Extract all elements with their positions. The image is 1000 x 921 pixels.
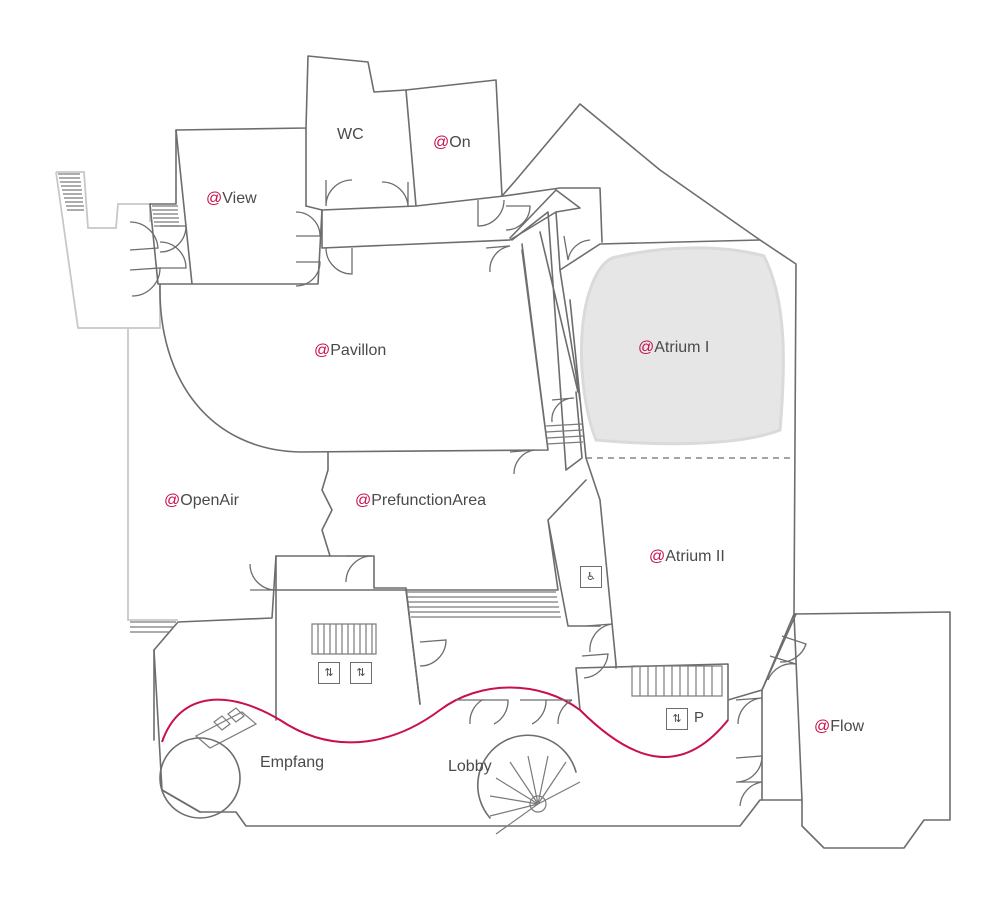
prefunction-walls	[321, 451, 601, 627]
wheelchair-icon: ♿	[580, 566, 602, 588]
at-sign: @	[814, 718, 831, 735]
southwest-stairs-icon	[130, 621, 176, 633]
room-label-view[interactable]: @View	[206, 190, 257, 208]
atrium-inner-wall	[559, 269, 617, 665]
room-label-prefunction[interactable]: @PrefunctionArea	[355, 492, 486, 510]
at-sign: @	[638, 339, 655, 356]
at-sign: @	[355, 492, 372, 509]
room-name: Empfang	[260, 754, 325, 771]
room-label-atrium-1[interactable]: @Atrium I	[638, 339, 709, 357]
elevator-icon: ⇅	[350, 662, 372, 684]
reception-round-desk	[159, 737, 241, 819]
core-stairs-icon	[311, 623, 377, 655]
room-label-lobby[interactable]: Lobby	[448, 758, 492, 776]
view-stairs-icon	[152, 205, 180, 227]
room-name: View	[222, 190, 257, 207]
room-name: Atrium II	[665, 548, 725, 565]
parking-label: P	[694, 709, 705, 726]
corridor-walls	[511, 211, 761, 471]
room-label-on[interactable]: @On	[433, 134, 471, 152]
pavillon-walls	[159, 243, 549, 453]
atrium-stairs-icon	[545, 423, 584, 445]
terrace-stairs-icon	[58, 173, 84, 211]
room-name: OpenAir	[180, 492, 239, 509]
east-walls	[575, 613, 797, 801]
room-label-wc[interactable]: WC	[337, 126, 364, 144]
at-sign: @	[164, 492, 181, 509]
room-name: Flow	[830, 718, 865, 735]
outer-walls	[149, 55, 951, 849]
reception-walls	[153, 649, 201, 813]
lobby-boundary	[161, 686, 729, 758]
room-label-pavillon[interactable]: @Pavillon	[314, 342, 386, 360]
room-label-openair[interactable]: @OpenAir	[164, 492, 239, 510]
at-sign: @	[206, 190, 223, 207]
at-sign: @	[433, 134, 450, 151]
room-name: Lobby	[448, 758, 492, 775]
doors	[129, 179, 807, 807]
flow-walls	[761, 613, 803, 801]
room-name: WC	[337, 126, 364, 143]
atrium-one-redaction	[579, 246, 785, 446]
elevator-icon: ⇅	[666, 708, 688, 730]
at-sign: @	[314, 342, 331, 359]
room-label-atrium-2[interactable]: @Atrium II	[649, 548, 725, 566]
stair-core-walls	[275, 555, 421, 721]
room-name: On	[449, 134, 471, 151]
east-stairs-icon	[631, 665, 723, 697]
room-name: PrefunctionArea	[371, 492, 486, 509]
reception-counter	[194, 707, 258, 749]
wc-on-walls	[305, 89, 603, 249]
terrace-outline	[55, 171, 178, 621]
elevator-icon: ⇅	[318, 662, 340, 684]
room-name: Atrium I	[654, 339, 710, 356]
room-label-empfang[interactable]: Empfang	[260, 754, 324, 772]
room-name: Pavillon	[330, 342, 387, 359]
at-sign: @	[649, 548, 666, 565]
spiral-staircase-icon	[477, 734, 581, 835]
prefunction-stairs-icon	[406, 591, 561, 618]
view-room-walls	[149, 127, 323, 285]
room-label-flow[interactable]: @Flow	[814, 718, 864, 736]
